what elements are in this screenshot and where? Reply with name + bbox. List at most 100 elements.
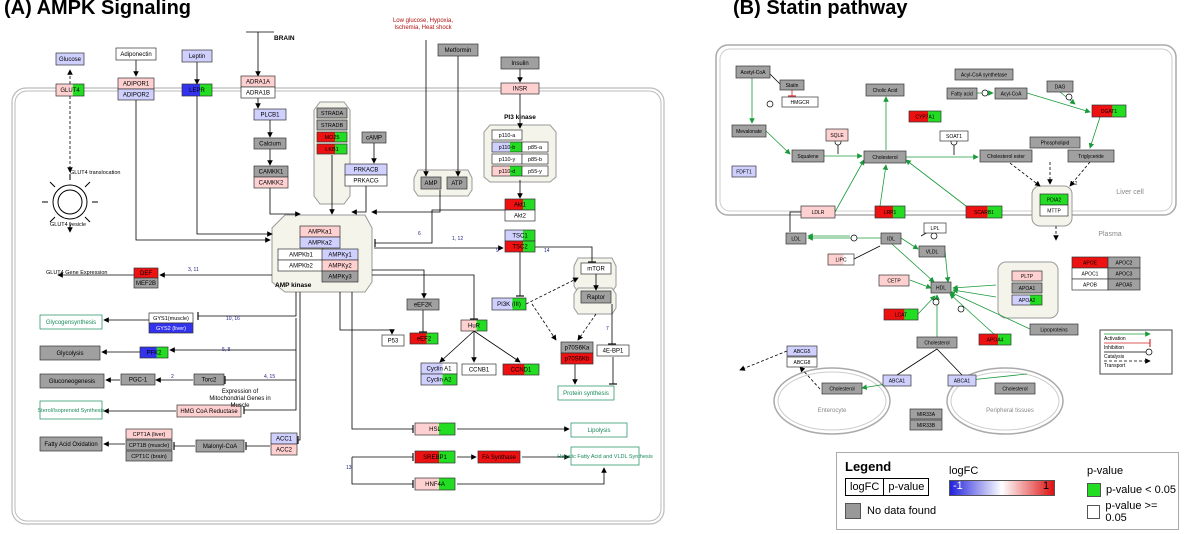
node-label: HNF4A — [425, 482, 445, 488]
node-akt1: Akt1 — [504, 198, 536, 211]
legend-node-key: logFC p-value — [845, 478, 930, 496]
node-label: CYP7A1 — [915, 114, 934, 120]
node-label: ATP — [451, 181, 462, 187]
legend-panel: Legend logFC p-value No data found logFC… — [836, 452, 1179, 530]
label-pi3k: PI3 kinase — [504, 114, 536, 121]
label-plasma: Plasma — [1098, 231, 1121, 238]
node-label: Cholesterol — [924, 340, 949, 346]
node-p70s6ka: p70S6Ka — [560, 341, 594, 354]
node-label: AMPKa1 — [308, 230, 332, 236]
nodata-swatch — [845, 503, 861, 519]
node-amp: AMP — [420, 176, 442, 190]
node-glut4: GLUT4 — [55, 83, 85, 97]
node-chol2: Cholesterol — [916, 336, 958, 349]
node-camkk1: CAMKK1 — [253, 165, 289, 178]
legend-logfc-heading: logFC — [949, 465, 979, 477]
gradient-min-label: -1 — [953, 480, 963, 492]
node-label: p85-a — [528, 145, 543, 151]
node-label: Metformin — [445, 48, 472, 54]
enterocyte-outer — [773, 367, 891, 435]
node-label: ADRA1B — [246, 91, 270, 97]
node-label: ACC2 — [276, 448, 293, 454]
edge — [969, 373, 1028, 383]
node-label: eEF2 — [417, 337, 432, 343]
node-label: APOC3 — [1116, 271, 1133, 277]
node-label: eEF2K — [414, 303, 432, 309]
node-label: Raptor — [587, 295, 605, 301]
node-lpl: LPL — [923, 222, 947, 234]
node-label: IDL — [887, 236, 895, 242]
node-label: CAMKK1 — [259, 170, 284, 176]
edge — [1069, 161, 1091, 187]
node-apoc3: APOC3 — [1107, 267, 1141, 280]
node-label: Acyl-CoA synthetase — [961, 72, 1007, 78]
node-label: CCNB1 — [469, 368, 490, 374]
catalysis-marker — [932, 298, 940, 306]
node-ampkb2: AMPKb2 — [277, 259, 325, 272]
node-label: INSR — [513, 87, 528, 93]
legend-pvalue-heading: p-value — [1087, 465, 1124, 477]
node-abca1a: ABCA1 — [882, 374, 912, 387]
node-chol-ent: Cholesterol — [821, 382, 863, 395]
edge — [944, 250, 951, 283]
node-label: Cholesterol — [829, 386, 854, 392]
legend-pns-label: p-value >= 0.05 — [1105, 500, 1158, 524]
node-label: Insulin — [511, 61, 528, 67]
node-label: Lipolysis — [587, 428, 610, 434]
catalysis-marker — [957, 305, 965, 313]
node-phospholipid: Phospholipid — [1029, 136, 1081, 149]
node-hmgcr: HMG CoA Reductase — [176, 404, 242, 418]
node-label: CAMKK2 — [259, 181, 284, 187]
node-label: HSL — [429, 427, 441, 433]
node-torc2: Torc2 — [193, 373, 225, 386]
node-insulin: Insulin — [500, 56, 540, 70]
label-stress: Low glucose, Hypoxia,Ischemia, Heat shoc… — [393, 18, 453, 31]
node-label: DAG — [1055, 84, 1066, 90]
node-label: p55-y — [528, 169, 542, 175]
node-dgat1: DGAT1 — [1091, 104, 1127, 118]
node-label: Cyclin A1 — [426, 367, 452, 373]
node-malonyl: Malonyl-CoA — [195, 439, 245, 453]
node-label: Glycogensynthesis — [46, 320, 96, 326]
nodes: GlucoseGLUT4AdiponectinADIPOR1ADIPOR2Lep… — [38, 43, 1141, 491]
node-cyclina1: Cyclin A1 — [420, 362, 458, 375]
node-acyl-synth: Acyl-CoA synthetase — [954, 68, 1014, 81]
edge-label: 3, 11 — [188, 267, 199, 273]
node-label: SOAT1 — [946, 134, 962, 140]
node-hepfa: Hepatic Fatty Acid and VLDL Synthesis — [557, 446, 653, 466]
node-insr: INSR — [500, 82, 540, 95]
node-raptor: Raptor — [580, 290, 612, 304]
node-p85a: p85-a — [521, 141, 549, 153]
node-label: LKB1 — [325, 147, 338, 153]
node-sterol: Sterol/Isoprenoid Synthesis — [38, 400, 105, 420]
edge — [351, 457, 414, 488]
node-label: p110-b — [499, 145, 516, 151]
node-ldlr: LDLR — [800, 205, 836, 219]
label-liver: Liver cell — [1116, 189, 1144, 196]
cell-membrane-outer — [11, 87, 665, 525]
edge — [949, 293, 996, 336]
node-srebp1: SREBP1 — [414, 450, 456, 464]
node-lkb1: LKB1 — [316, 143, 348, 155]
node-label: CPT1C (brain) — [131, 454, 167, 460]
node-label: p85-b — [528, 157, 542, 163]
node-label: APOB — [1083, 282, 1098, 288]
node-tsc1: TSC1 — [504, 229, 536, 242]
node-metformin: Metformin — [437, 43, 479, 57]
node-label: AMPKa2 — [308, 241, 332, 247]
edge — [879, 164, 889, 207]
node-apoa4: APOA4 — [978, 333, 1012, 346]
psig-swatch — [1087, 483, 1101, 497]
node-label: LRP1 — [884, 210, 897, 216]
edge — [473, 330, 521, 363]
node-label: PFK2 — [146, 351, 162, 357]
edge-label: 13 — [346, 465, 352, 471]
node-gluconeo: Gluconeogenesis — [39, 373, 105, 389]
node-label: ABCG8 — [794, 360, 811, 366]
node-label: LIPC — [835, 257, 847, 263]
node-label: Sterol/Isoprenoid Synthesis — [38, 408, 105, 414]
node-ccnd1: CCND1 — [502, 363, 540, 376]
node-leptin: Leptin — [181, 49, 213, 63]
node-pi3k3: PI3K (III) — [491, 297, 527, 311]
node-label: PDIA2 — [1047, 197, 1062, 203]
